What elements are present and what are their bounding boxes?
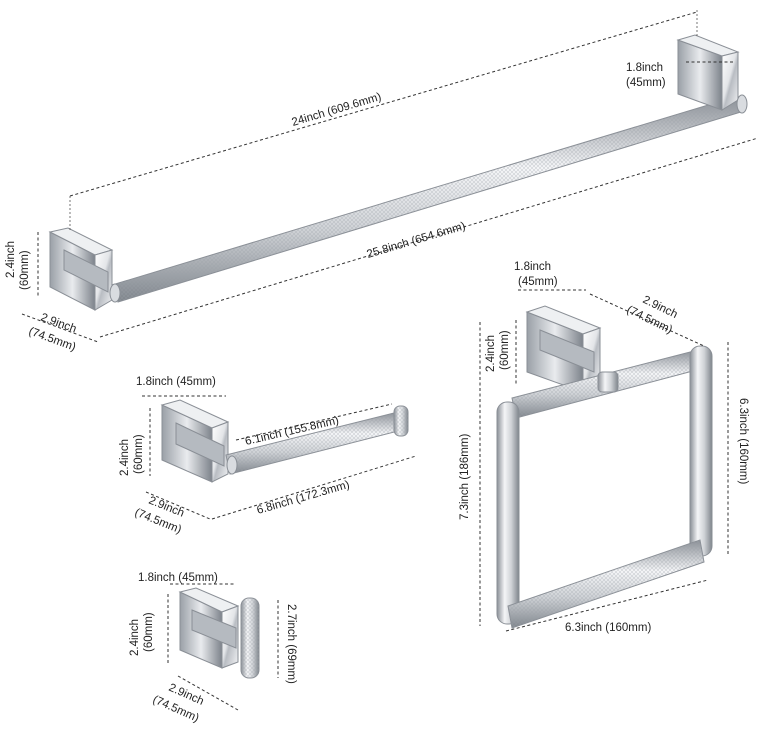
towel-bar-height-mm-label: (60mm) xyxy=(19,250,31,290)
tr-ring-width-line xyxy=(505,579,709,632)
bar-length-line xyxy=(69,11,698,197)
towel-bar-bracket-width-mm-label: (45mm) xyxy=(626,77,666,89)
rh-hook-length-label: 2.7inch (69mm) xyxy=(285,604,297,684)
tr-ring-width-label: 6.3inch (160mm) xyxy=(565,622,651,634)
rh-height-mm-label: (60mm) xyxy=(143,612,155,652)
ph-bracket-width-label: 1.8inch (45mm) xyxy=(136,376,216,388)
tr-bracket-width-label: 1.8inch xyxy=(514,261,551,273)
rh-depth-line xyxy=(177,675,239,711)
ph-height-label: 2.4inch xyxy=(119,439,131,476)
depth-line xyxy=(21,313,99,343)
tr-overall-height-label: 7.3inch (186mm) xyxy=(459,434,471,520)
robe-hook-illustration xyxy=(178,587,260,679)
towel-bar-length-label: 24inch (609.6mm) xyxy=(290,91,382,129)
tr-bracket-width-mm-label: (45mm) xyxy=(518,276,558,288)
tr-bracket-height-label: 2.4inch xyxy=(485,335,497,372)
tr-ring-height-label: 6.3inch (160mm) xyxy=(737,398,749,484)
paper-holder-illustration xyxy=(160,399,409,483)
towel-ring-illustration xyxy=(496,305,713,629)
towel-bar-illustration xyxy=(48,34,748,311)
rh-height-label: 2.4inch xyxy=(129,619,141,656)
ph-overall-length-line xyxy=(211,455,417,520)
towel-bar-right-bracket xyxy=(676,34,748,114)
overall-length-line xyxy=(99,137,759,338)
ph-overall-length-label: 6.8inch (172.3mm) xyxy=(256,479,352,517)
tr-depth-line xyxy=(589,293,705,347)
towel-bar-rod xyxy=(109,95,745,303)
ph-depth-line xyxy=(145,491,211,520)
ph-height-mm-label: (60mm) xyxy=(133,434,145,474)
towel-bar-left-bracket xyxy=(48,227,114,311)
ph-arm-length-line xyxy=(235,403,393,441)
towel-bar-overall-length-label: 25.8inch (654.6mm) xyxy=(365,220,467,261)
rh-bracket-width-label: 1.8inch (45mm) xyxy=(138,572,218,584)
tr-bracket-height-mm-label: (60mm) xyxy=(499,330,511,370)
towel-bar-height-label: 2.4inch xyxy=(5,241,17,278)
towel-bar-bracket-width-label: 1.8inch xyxy=(626,62,663,74)
